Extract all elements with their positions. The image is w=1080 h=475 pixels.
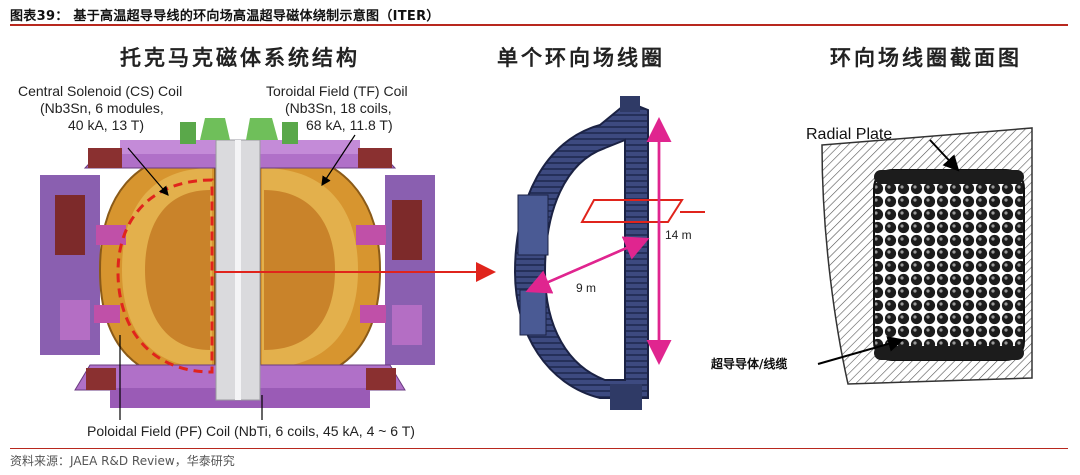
footer-rule <box>10 448 1068 449</box>
single-tf-coil-illustration <box>513 96 649 410</box>
figure-title: 图表39： 基于高温超导导线的环向场高温超导磁体绕制示意图（ITER） <box>10 9 440 24</box>
tokamak-magnet-illustration <box>40 118 435 408</box>
tf-coil-label-line-1: Toroidal Field (TF) Coil <box>266 83 408 99</box>
radial-plate-label: Radial Plate <box>806 126 893 143</box>
panel-title-cross-section: 环向场线圈截面图 <box>830 46 1022 70</box>
height-dimension-label: 14 m <box>665 228 692 242</box>
cs-leader-line <box>127 147 169 196</box>
cs-coil-label-line-3: 40 kA, 13 T) <box>68 117 145 133</box>
panel-title-single-coil: 单个环向场线圈 <box>497 46 665 70</box>
tf-coil-label-line-3: 68 kA, 11.8 T) <box>306 117 393 133</box>
width-dimension-arrow-back <box>529 236 650 292</box>
tf-coil-label-line-2: (Nb3Sn, 18 coils, <box>285 100 392 116</box>
cs-coil-label-line-2: (Nb3Sn, 6 modules, <box>40 100 164 116</box>
cs-coil-label-line-1: Central Solenoid (CS) Coil <box>18 83 183 99</box>
conductor-label: 超导导体/线缆 <box>711 357 788 371</box>
width-dimension-label: 9 m <box>576 281 597 295</box>
tf-leader-line <box>321 134 356 187</box>
cross-section-illustration <box>705 118 1060 390</box>
panel-title-tokamak: 托克马克磁体系统结构 <box>120 46 360 70</box>
conductor-leader <box>817 336 904 365</box>
section-plane <box>580 199 684 223</box>
title-rule <box>10 24 1068 26</box>
pf-coil-label: Poloidal Field (PF) Coil (NbTi, 6 coils,… <box>87 423 415 439</box>
figure-source: 资料来源：JAEA R&D Review，华泰研究 <box>10 454 235 468</box>
radial-plate-leader <box>929 139 960 172</box>
